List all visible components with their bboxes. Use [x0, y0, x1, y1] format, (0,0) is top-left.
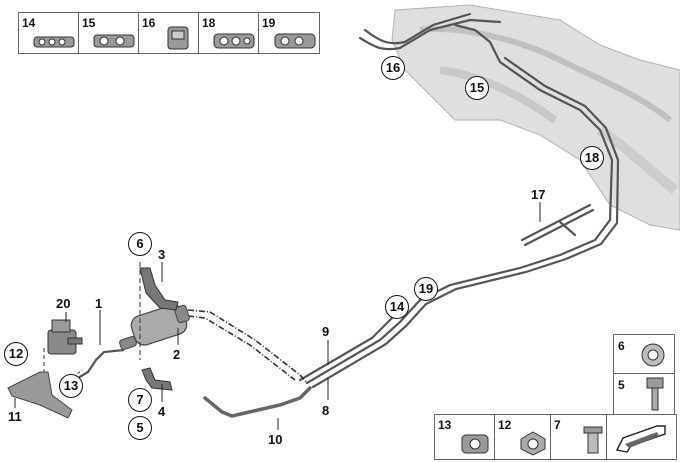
callout-circle-14: 14 — [385, 295, 409, 319]
callout-10: 10 — [268, 432, 283, 447]
fuel-filter — [119, 304, 190, 350]
clip-pipe-holder-15-icon — [93, 34, 135, 48]
arrow-cell — [607, 415, 674, 459]
direction-arrow-icon — [615, 425, 666, 453]
part-cell-16: 16 — [139, 13, 199, 53]
part-number: 13 — [438, 418, 452, 432]
part-cell-12: 12 — [495, 415, 551, 459]
part-box-5: 5 — [613, 373, 675, 415]
callout-circle-19: 19 — [414, 277, 438, 301]
part-box-6: 6 — [613, 334, 675, 374]
part-cell-15: 15 — [79, 13, 139, 53]
part-number: 15 — [82, 16, 96, 30]
part-number: 19 — [262, 16, 276, 30]
part-number: 6 — [618, 339, 625, 353]
callout-17: 17 — [531, 187, 546, 202]
callout-2: 2 — [173, 347, 181, 362]
part-number: 5 — [618, 378, 625, 392]
part-cell-7: 7 — [551, 415, 607, 459]
clip-pipe-holder-14-icon — [33, 36, 75, 48]
bottom-parts-strip: 13 12 7 — [434, 414, 677, 460]
callout-3: 3 — [158, 247, 166, 262]
callout-circle-18: 18 — [580, 146, 604, 170]
callout-circle-5: 5 — [128, 416, 152, 440]
holder-bracket — [7, 371, 73, 419]
callout-circle-15: 15 — [465, 76, 489, 100]
clip-pipe-holder-16-icon — [167, 26, 189, 50]
callout-circle-13: 13 — [59, 374, 83, 398]
callout-4: 4 — [158, 404, 166, 419]
lock-washer-icon — [641, 343, 665, 367]
part-number: 12 — [498, 418, 512, 432]
part-cell-14: 14 — [19, 13, 79, 53]
callout-circle-6: 6 — [128, 232, 152, 256]
part-number: 18 — [202, 16, 216, 30]
part-number: 14 — [22, 16, 36, 30]
leader-lines — [14, 202, 541, 430]
callout-circle-16: 16 — [381, 56, 405, 80]
callout-circle-12: 12 — [4, 342, 28, 366]
callout-1: 1 — [95, 296, 103, 311]
return-line — [203, 386, 312, 418]
part-number: 7 — [554, 418, 561, 432]
clip-pipe-holder-18-icon — [213, 33, 255, 49]
upper-bracket — [139, 267, 179, 311]
callout-circle-7: 7 — [128, 388, 152, 412]
clip-13-icon — [461, 434, 489, 454]
callout-20: 20 — [56, 296, 71, 311]
bolt-icon — [646, 377, 664, 411]
top-parts-strip: 14 15 16 18 19 — [18, 12, 320, 54]
filter-lines — [187, 309, 308, 384]
part-cell-19: 19 — [259, 13, 319, 53]
pressure-regulator — [47, 319, 83, 355]
part-cell-13: 13 — [435, 415, 495, 459]
callout-11: 11 — [8, 409, 22, 424]
callout-9: 9 — [322, 324, 330, 339]
lower-bracket — [141, 367, 173, 391]
part-cell-18: 18 — [199, 13, 259, 53]
part-number: 16 — [142, 16, 156, 30]
rivet-nut-7-icon — [583, 426, 603, 454]
clip-pipe-holder-19-icon — [274, 33, 316, 49]
callout-8: 8 — [322, 403, 330, 418]
fuel-lines — [298, 12, 620, 389]
nut-12-icon — [520, 431, 546, 456]
line-1 — [77, 348, 125, 379]
